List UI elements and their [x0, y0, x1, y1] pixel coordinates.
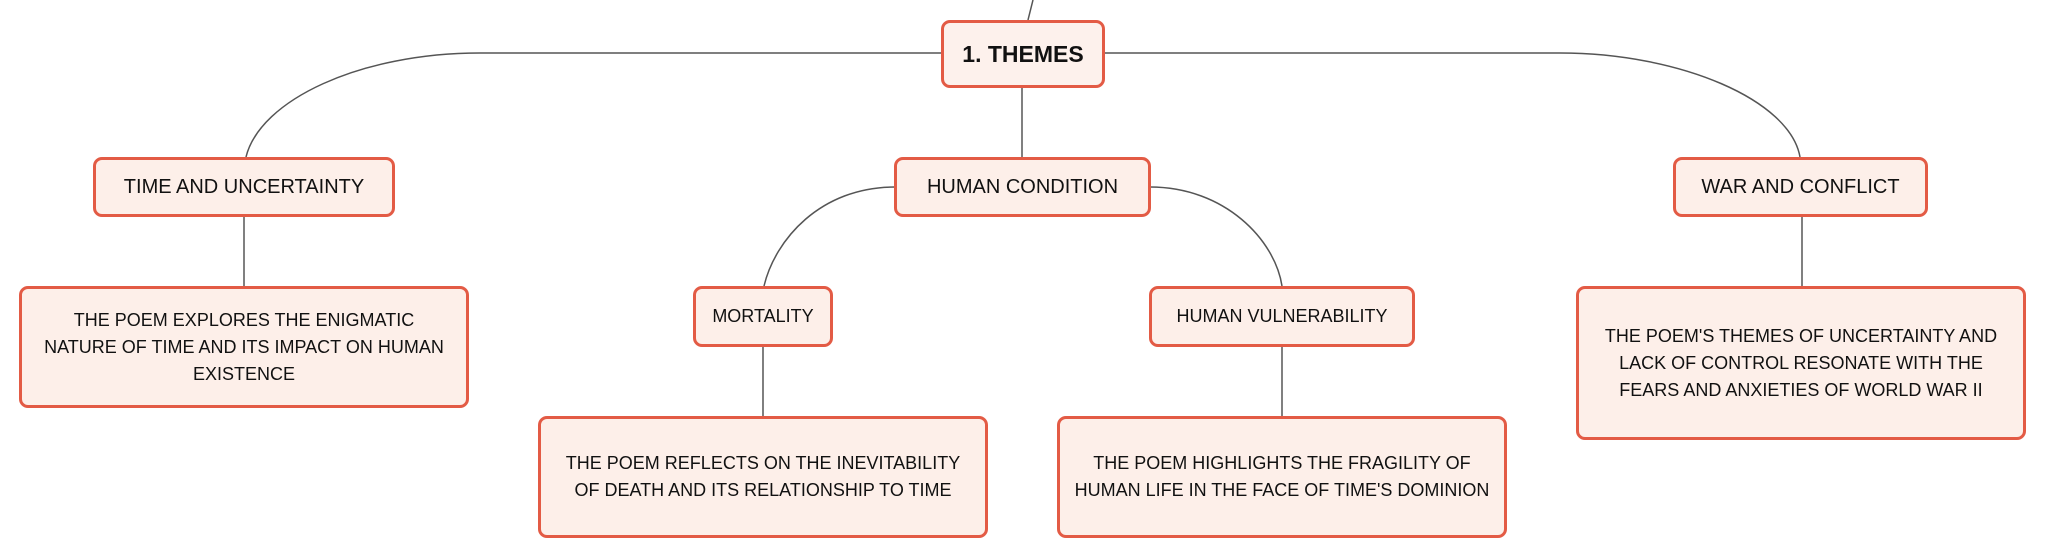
node-war-and-conflict[interactable]: WAR AND CONFLICT — [1673, 157, 1928, 217]
connector-human-mortality — [763, 186, 896, 287]
node-time-detail[interactable]: THE POEM EXPLORES THE ENIGMATIC NATURE O… — [19, 286, 469, 408]
root-node-label: 1. THEMES — [962, 40, 1084, 67]
connector-root-war — [1104, 52, 1801, 158]
node-time-and-uncertainty[interactable]: TIME AND UNCERTAINTY — [93, 157, 395, 217]
root-node-themes[interactable]: 1. THEMES — [941, 20, 1105, 88]
connector-root-time — [245, 52, 942, 158]
node-human-vulnerability[interactable]: HUMAN VULNERABILITY — [1149, 286, 1415, 347]
connector-parent-stub — [1027, 0, 1034, 21]
node-mortality[interactable]: MORTALITY — [693, 286, 833, 347]
node-mortality-detail-text: THE POEM REFLECTS ON THE INEVITABILITY O… — [565, 453, 961, 500]
node-mortality-detail[interactable]: THE POEM REFLECTS ON THE INEVITABILITY O… — [538, 416, 988, 538]
node-human-condition-label: HUMAN CONDITION — [926, 175, 1119, 198]
node-mortality-label: MORTALITY — [712, 306, 814, 326]
node-war-detail[interactable]: THE POEM'S THEMES OF UNCERTAINTY AND LAC… — [1576, 286, 2026, 440]
node-vulnerability-detail[interactable]: THE POEM HIGHLIGHTS THE FRAGILITY OF HUM… — [1057, 416, 1507, 538]
node-war-detail-text: THE POEM'S THEMES OF UNCERTAINTY AND LAC… — [1604, 325, 1998, 400]
node-human-condition[interactable]: HUMAN CONDITION — [894, 157, 1151, 217]
node-war-and-conflict-label: WAR AND CONFLICT — [1701, 175, 1900, 198]
node-time-and-uncertainty-label: TIME AND UNCERTAINTY — [123, 175, 365, 198]
node-vulnerability-detail-text: THE POEM HIGHLIGHTS THE FRAGILITY OF HUM… — [1074, 453, 1490, 500]
node-human-vulnerability-label: HUMAN VULNERABILITY — [1176, 306, 1388, 326]
connector-human-vulnerability — [1149, 186, 1283, 287]
node-time-detail-text: THE POEM EXPLORES THE ENIGMATIC NATURE O… — [44, 309, 444, 384]
